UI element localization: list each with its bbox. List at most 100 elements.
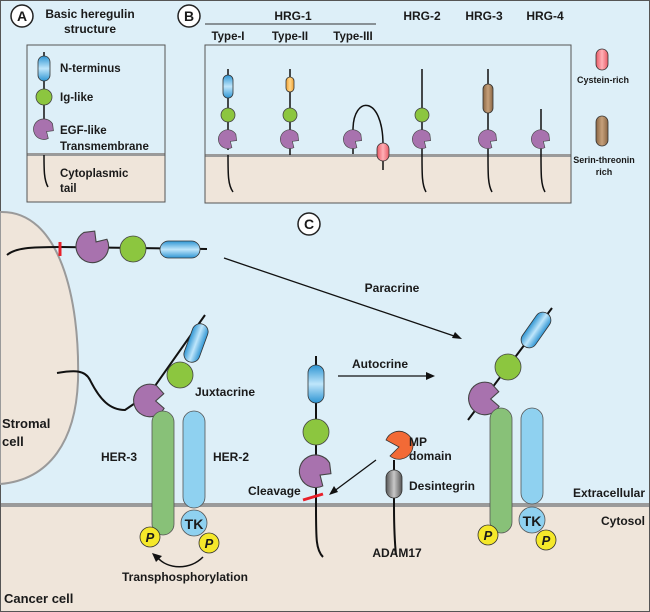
ig-like-domain	[494, 353, 522, 381]
n-terminus-domain	[159, 240, 201, 259]
autocrine-label: Autocrine	[352, 357, 408, 371]
hrg1-type-iii-protein	[343, 104, 390, 170]
mp-domain-label-line1: MP	[409, 435, 427, 449]
n-terminus-domain	[37, 55, 51, 82]
cytosol-label: Cytosol	[601, 514, 645, 528]
column-label-type-ii: Type-II	[272, 31, 308, 43]
cleavage-label: Cleavage	[248, 484, 301, 498]
her3-her2-dimer-left: TK P P	[139, 410, 220, 568]
legend-cytoplasmic-line1: Cytoplasmic	[60, 168, 129, 180]
ig-like-domain	[220, 107, 236, 123]
panel-a-title-line2: structure	[64, 22, 116, 36]
adam17-protease	[385, 430, 414, 556]
cytoplasmic-tail	[43, 154, 49, 188]
cancer-cell-label: Cancer cell	[4, 591, 73, 606]
panel-a-letter: A	[17, 8, 27, 24]
column-label-type-i: Type-I	[211, 31, 244, 43]
hrg4-protein	[531, 109, 550, 193]
her3-label: HER-3	[101, 450, 137, 464]
phosphate-her2	[198, 532, 220, 554]
phosphate-label: P	[205, 536, 214, 551]
legend-cytoplasmic-line2: tail	[60, 183, 77, 195]
cleavage-mark	[302, 492, 324, 502]
her2-label: HER-2	[213, 450, 249, 464]
her3-receptor	[151, 410, 175, 536]
transphosphorylation-label: Transphosphorylation	[122, 570, 248, 584]
panel-a: A Basic heregulin structure N-terminus I…	[10, 4, 166, 203]
her3-receptor	[489, 407, 513, 534]
tk-label: TK	[523, 513, 542, 529]
panel-a-cytosol	[27, 155, 165, 202]
legend-transmembrane: Transmembrane	[60, 141, 149, 153]
panel-c: C Stromal cell Paracrine	[0, 210, 645, 606]
hrg1-type-i-protein	[218, 69, 237, 193]
panel-b: B HRG-1 Type-I Type-II Type-III HRG-2 HR…	[177, 4, 635, 204]
adam17-label: ADAM17	[372, 546, 422, 560]
desintegrin-label: Desintegrin	[409, 479, 475, 493]
hrg1-type-ii-protein	[280, 69, 299, 155]
phosphate-her3	[477, 524, 499, 546]
phosphate-her2	[535, 529, 557, 551]
juxtacrine-label: Juxtacrine	[195, 385, 255, 399]
panel-a-title-line1: Basic heregulin	[45, 7, 134, 21]
stromal-cell-label-line1: Stromal	[2, 416, 50, 431]
legend-serin-label-line1: Serin-threonin	[573, 155, 635, 165]
hrg1-group-label: HRG-1	[274, 9, 312, 23]
phosphate-her3	[139, 526, 161, 548]
tk-domain	[518, 506, 546, 534]
panel-b-badge	[177, 4, 201, 28]
desintegrin-domain	[385, 469, 403, 499]
ig-like-domain	[166, 361, 194, 389]
mp-domain-label-line2: domain	[409, 449, 452, 463]
n-terminus-domain	[222, 74, 234, 99]
her2-receptor	[520, 407, 544, 505]
mp-domain	[385, 430, 414, 460]
hrg3-protein	[478, 69, 497, 193]
column-label-hrg3: HRG-3	[465, 9, 503, 23]
paracrine-label: Paracrine	[365, 281, 420, 295]
cytosol-background	[0, 505, 650, 612]
hrg2-protein	[412, 69, 431, 193]
legend-n-terminus: N-terminus	[60, 63, 121, 75]
stromal-cell-label-line2: cell	[2, 434, 24, 449]
transphosphorylation-arrow	[156, 556, 204, 568]
panel-c-badge	[297, 212, 321, 236]
legend-serin-swatch	[595, 115, 609, 147]
legend-cystein-swatch	[595, 48, 609, 71]
extracellular-label: Extracellular	[573, 486, 645, 500]
panel-a-badge	[10, 4, 34, 28]
membrane-heregulin	[298, 356, 332, 558]
legend-cystein-label: Cystein-rich	[577, 75, 629, 85]
ig-like-domain	[119, 235, 147, 263]
heregulin-bound-dimer-right: TK P P	[461, 307, 557, 551]
tk-label: TK	[185, 516, 204, 532]
ig-like-domain	[414, 107, 430, 123]
panel-c-letter: C	[304, 216, 314, 232]
phosphate-label: P	[146, 530, 155, 545]
serin-threonin-domain	[482, 83, 494, 114]
legend-egf-like: EGF-like	[60, 125, 107, 137]
cleaved-heregulin-stromal	[6, 230, 208, 264]
column-label-type-iii: Type-III	[333, 31, 372, 43]
her2-receptor	[182, 410, 206, 509]
column-label-hrg2: HRG-2	[403, 9, 441, 23]
stromal-cell	[0, 210, 80, 486]
ig-like-domain	[35, 88, 53, 106]
n-terminus-domain	[520, 311, 552, 349]
juxtacrine-heregulin	[56, 314, 209, 424]
panel-b-letter: B	[184, 8, 194, 24]
legend-ig-like: Ig-like	[60, 92, 93, 104]
cleavage-arrow	[332, 459, 377, 493]
tk-domain	[180, 509, 208, 537]
phosphate-label: P	[542, 533, 551, 548]
column-label-hrg4: HRG-4	[526, 9, 564, 23]
cell-membrane	[0, 503, 650, 507]
n-terminus-domain	[307, 364, 325, 404]
n-terminus-domain	[183, 323, 209, 363]
ig-like-domain	[302, 418, 330, 446]
phosphate-label: P	[484, 528, 493, 543]
panel-a-membrane	[27, 153, 165, 156]
legend-serin-label-line2: rich	[596, 167, 613, 177]
type-ii-n-terminus-domain	[285, 76, 295, 93]
